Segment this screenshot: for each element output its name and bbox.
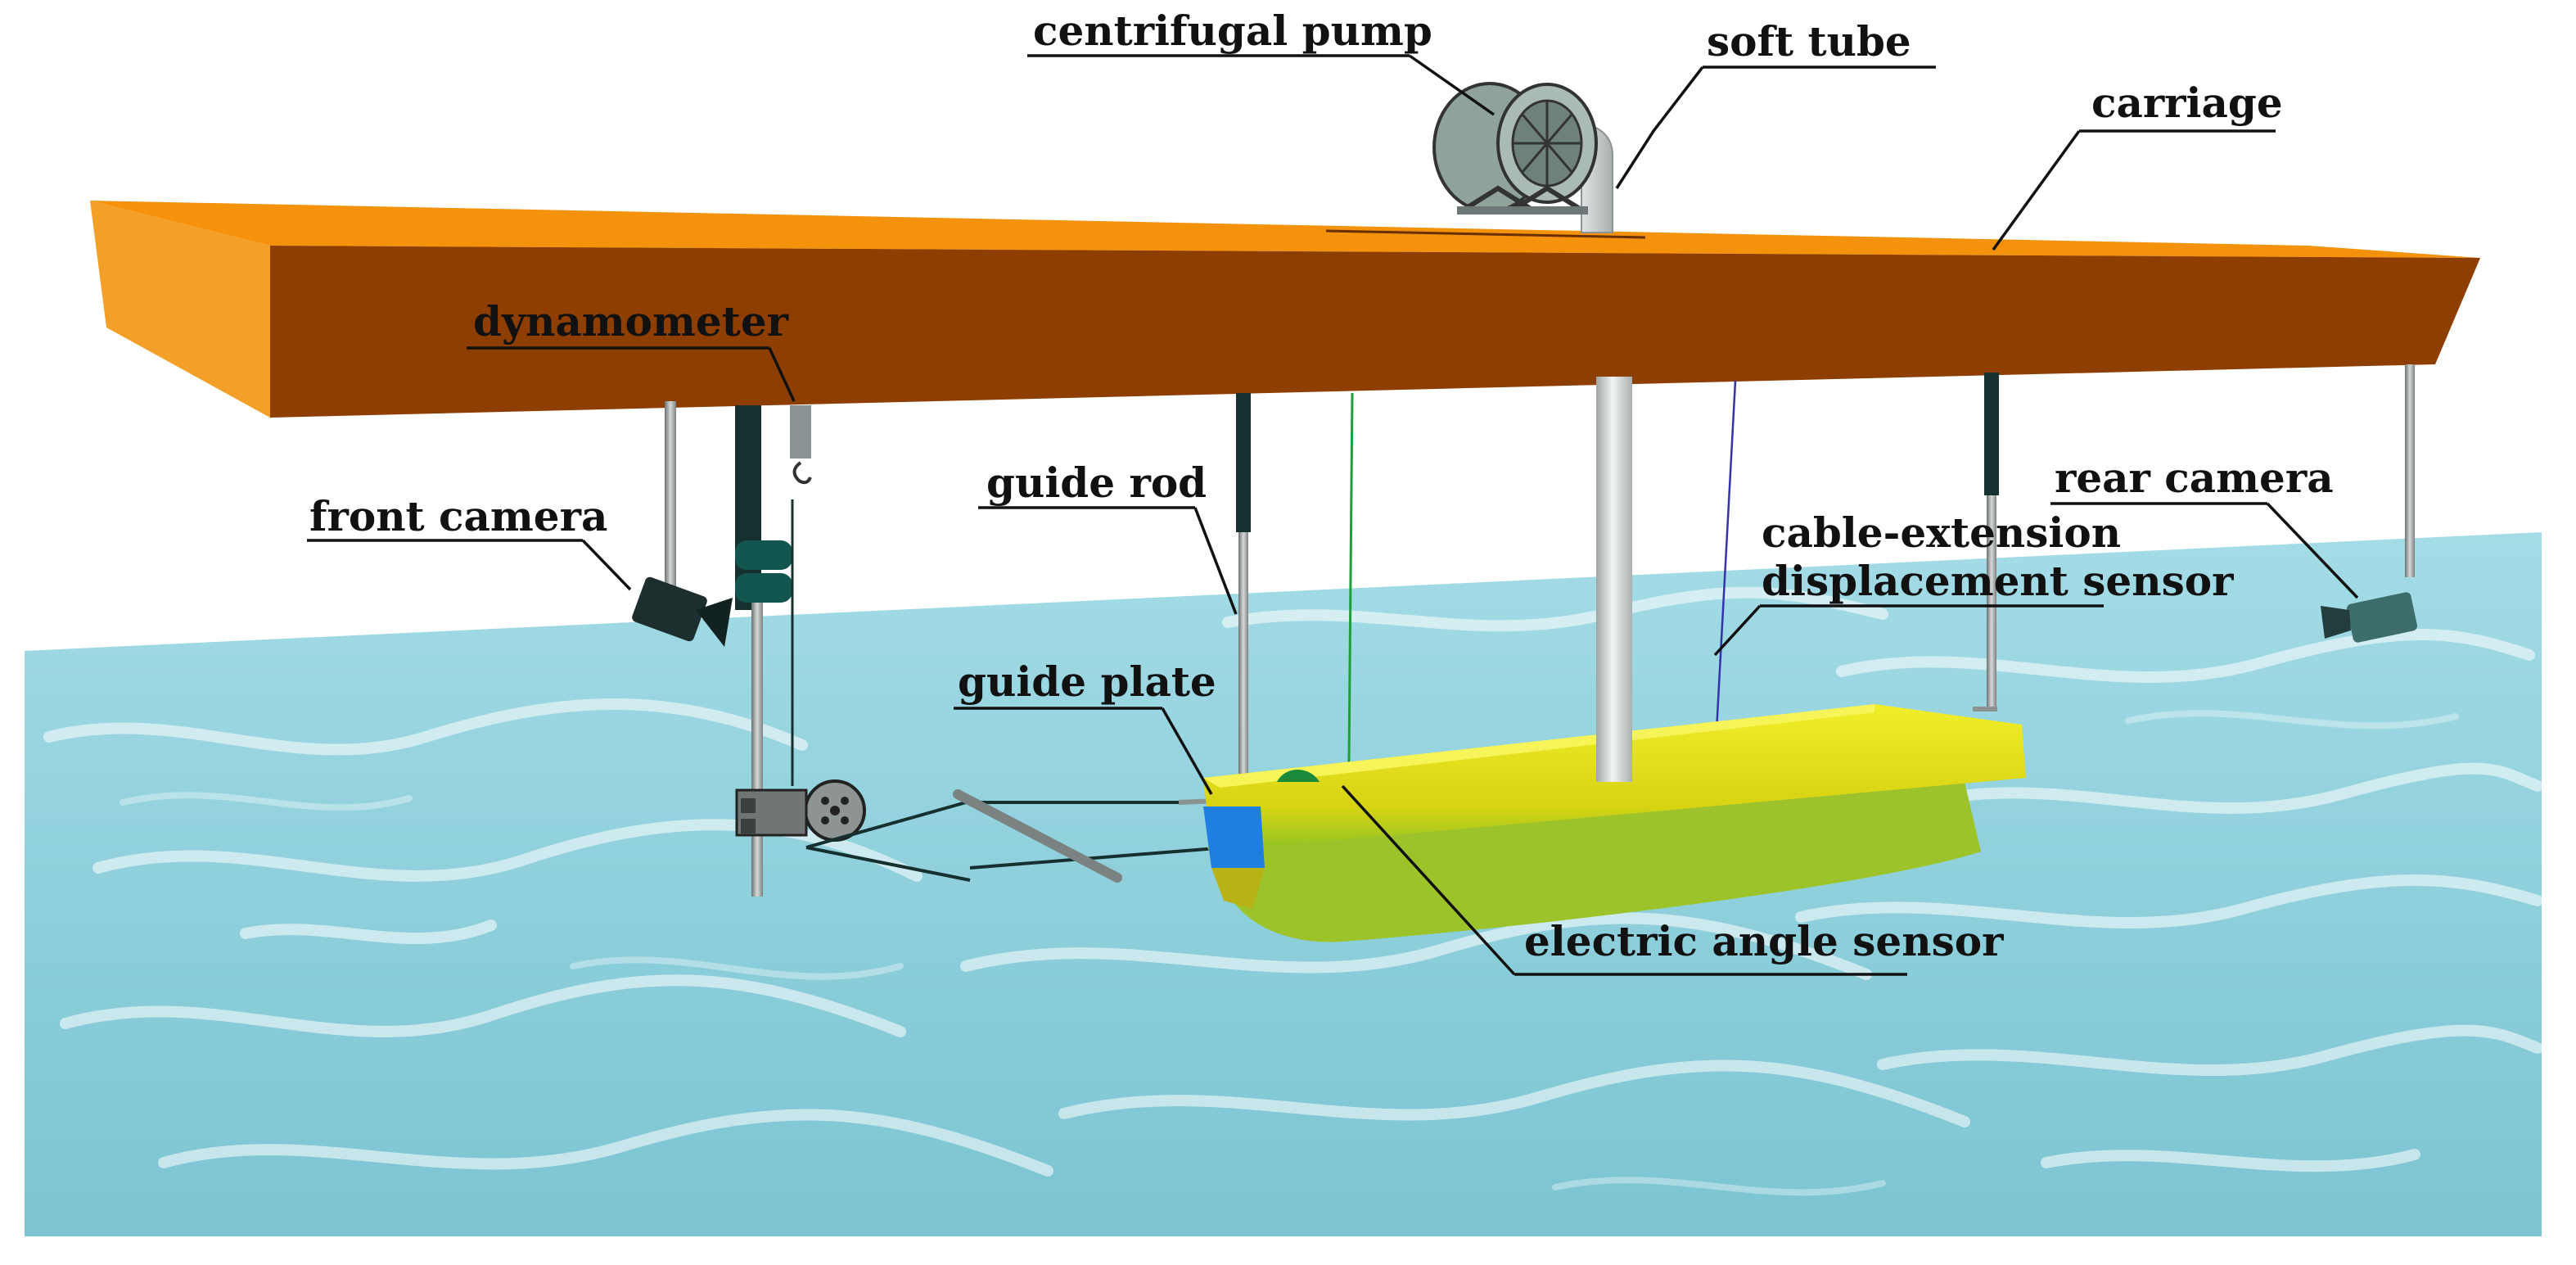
label-front-camera: front camera [309, 492, 607, 540]
label-rear-camera: rear camera [2055, 454, 2334, 502]
dynamometer-assembly [735, 405, 866, 897]
label-cable-extension-line1: cable-extension [1762, 508, 2121, 557]
carriage-beam [90, 201, 2480, 418]
rear-camera-body [2321, 592, 2417, 643]
front-camera-body [632, 576, 733, 647]
label-centrifugal-pump: centrifugal pump [1033, 7, 1432, 55]
label-carriage: carriage [2091, 79, 2283, 127]
label-soft-tube: soft tube [1707, 17, 1911, 66]
label-cable-extension-line2: displacement sensor [1762, 557, 2234, 605]
label-guide-rod: guide rod [986, 459, 1207, 507]
centrifugal-pump-body [1432, 82, 1598, 215]
label-dynamometer: dynamometer [473, 297, 789, 346]
label-electric-angle-sensor: electric angle sensor [1524, 917, 2004, 965]
label-guide-plate: guide plate [958, 657, 1216, 706]
leader-lines [307, 54, 2359, 976]
